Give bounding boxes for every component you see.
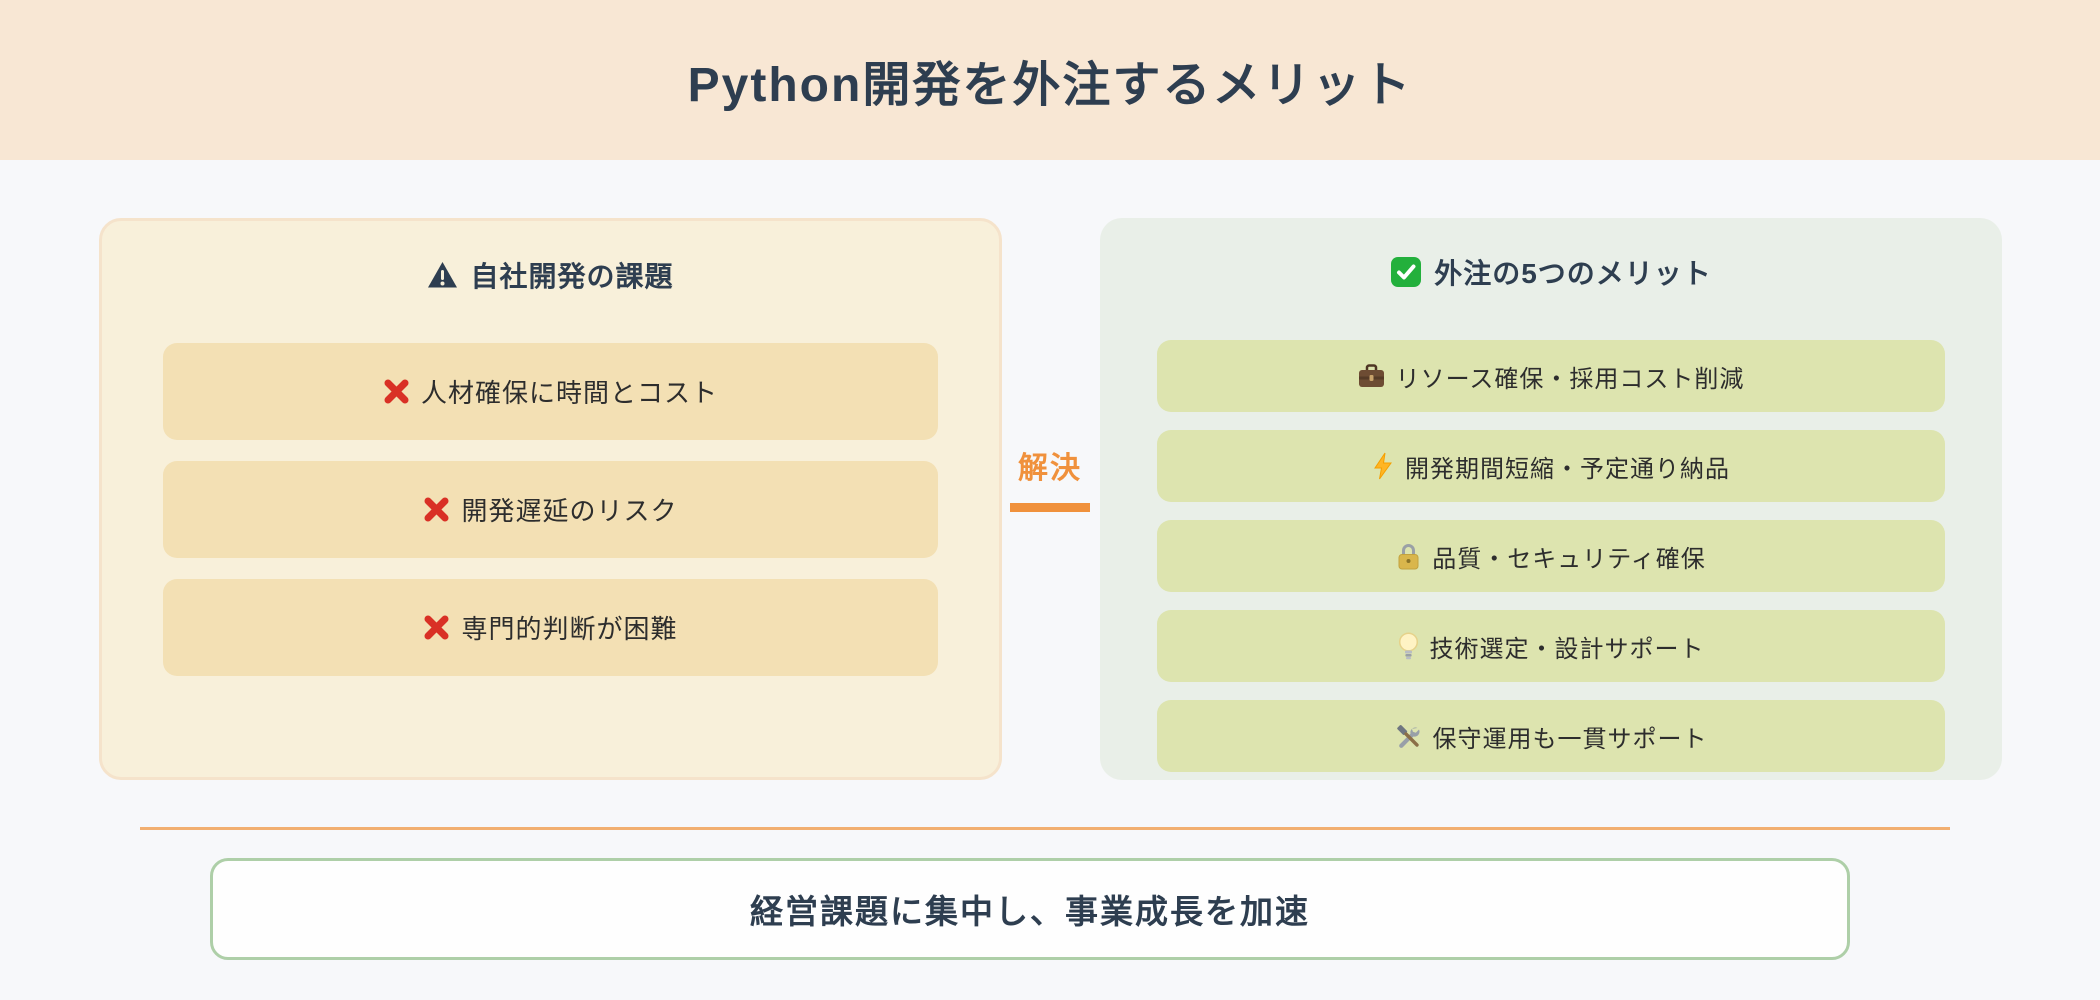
conclusion-text: 経営課題に集中し、事業成長を加速: [750, 893, 1310, 930]
merit-item: 品質・セキュリティ確保: [1157, 520, 1945, 592]
merit-item-label: 品質・セキュリティ確保: [1432, 545, 1706, 573]
merit-item: 開発期間短縮・予定通り納品: [1157, 430, 1945, 502]
challenges-panel-header: 自社開発の課題: [102, 255, 999, 295]
solution-connector-bar: [1010, 503, 1090, 512]
orange-divider: [140, 827, 1950, 830]
solution-connector: 解決: [1000, 443, 1100, 512]
challenge-item-label: 人材確保に時間とコスト: [420, 378, 718, 408]
challenge-item: 開発遅延のリスク: [163, 461, 938, 558]
page-title: Python開発を外注するメリット: [687, 59, 1413, 112]
lock-icon: [1396, 542, 1421, 570]
merit-item-label: 開発期間短縮・予定通り納品: [1405, 455, 1730, 483]
warning-icon: [427, 261, 458, 289]
challenges-list: 人材確保に時間とコスト 開発遅延のリスク 専門的判断が困難: [163, 343, 938, 676]
merit-item-label: リソース確保・採用コスト削減: [1395, 365, 1745, 393]
challenge-item: 人材確保に時間とコスト: [163, 343, 938, 440]
merits-list: リソース確保・採用コスト削減 開発期間短縮・予定通り納品 品質・セキュリティ確保: [1157, 340, 1945, 772]
merit-item-label: 技術選定・設計サポート: [1429, 635, 1705, 663]
bulb-icon: [1398, 632, 1419, 660]
tools-icon: [1395, 723, 1422, 750]
challenge-item-label: 開発遅延のリスク: [461, 496, 678, 526]
challenge-item: 専門的判断が困難: [163, 579, 938, 676]
merit-item: 技術選定・設計サポート: [1157, 610, 1945, 682]
merits-panel-header: 外注の5つのメリット: [1100, 252, 2002, 292]
merit-item: 保守運用も一貫サポート: [1157, 700, 1945, 772]
conclusion-banner: 経営課題に集中し、事業成長を加速: [210, 858, 1850, 960]
cross-mark-icon: [383, 378, 410, 405]
header-band: Python開発を外注するメリット: [0, 0, 2100, 160]
challenges-panel-title: 自社開発の課題: [470, 261, 674, 292]
briefcase-icon: [1358, 363, 1385, 389]
merit-item-label: 保守運用も一貫サポート: [1432, 725, 1708, 753]
lightning-icon: [1372, 452, 1394, 480]
solution-label: 解決: [1018, 452, 1082, 485]
merits-panel-title: 外注の5つのメリット: [1434, 258, 1712, 289]
challenge-item-label: 専門的判断が困難: [461, 614, 678, 644]
cross-mark-icon: [423, 496, 450, 523]
cross-mark-icon: [423, 614, 450, 641]
challenges-panel: 自社開発の課題 人材確保に時間とコスト 開発遅延のリスク: [99, 218, 1002, 780]
merits-panel: 外注の5つのメリット リソース確保・採用コスト削減 開発期間短縮・予定通り納品: [1100, 218, 2002, 780]
check-box-icon: [1390, 256, 1422, 288]
merit-item: リソース確保・採用コスト削減: [1157, 340, 1945, 412]
